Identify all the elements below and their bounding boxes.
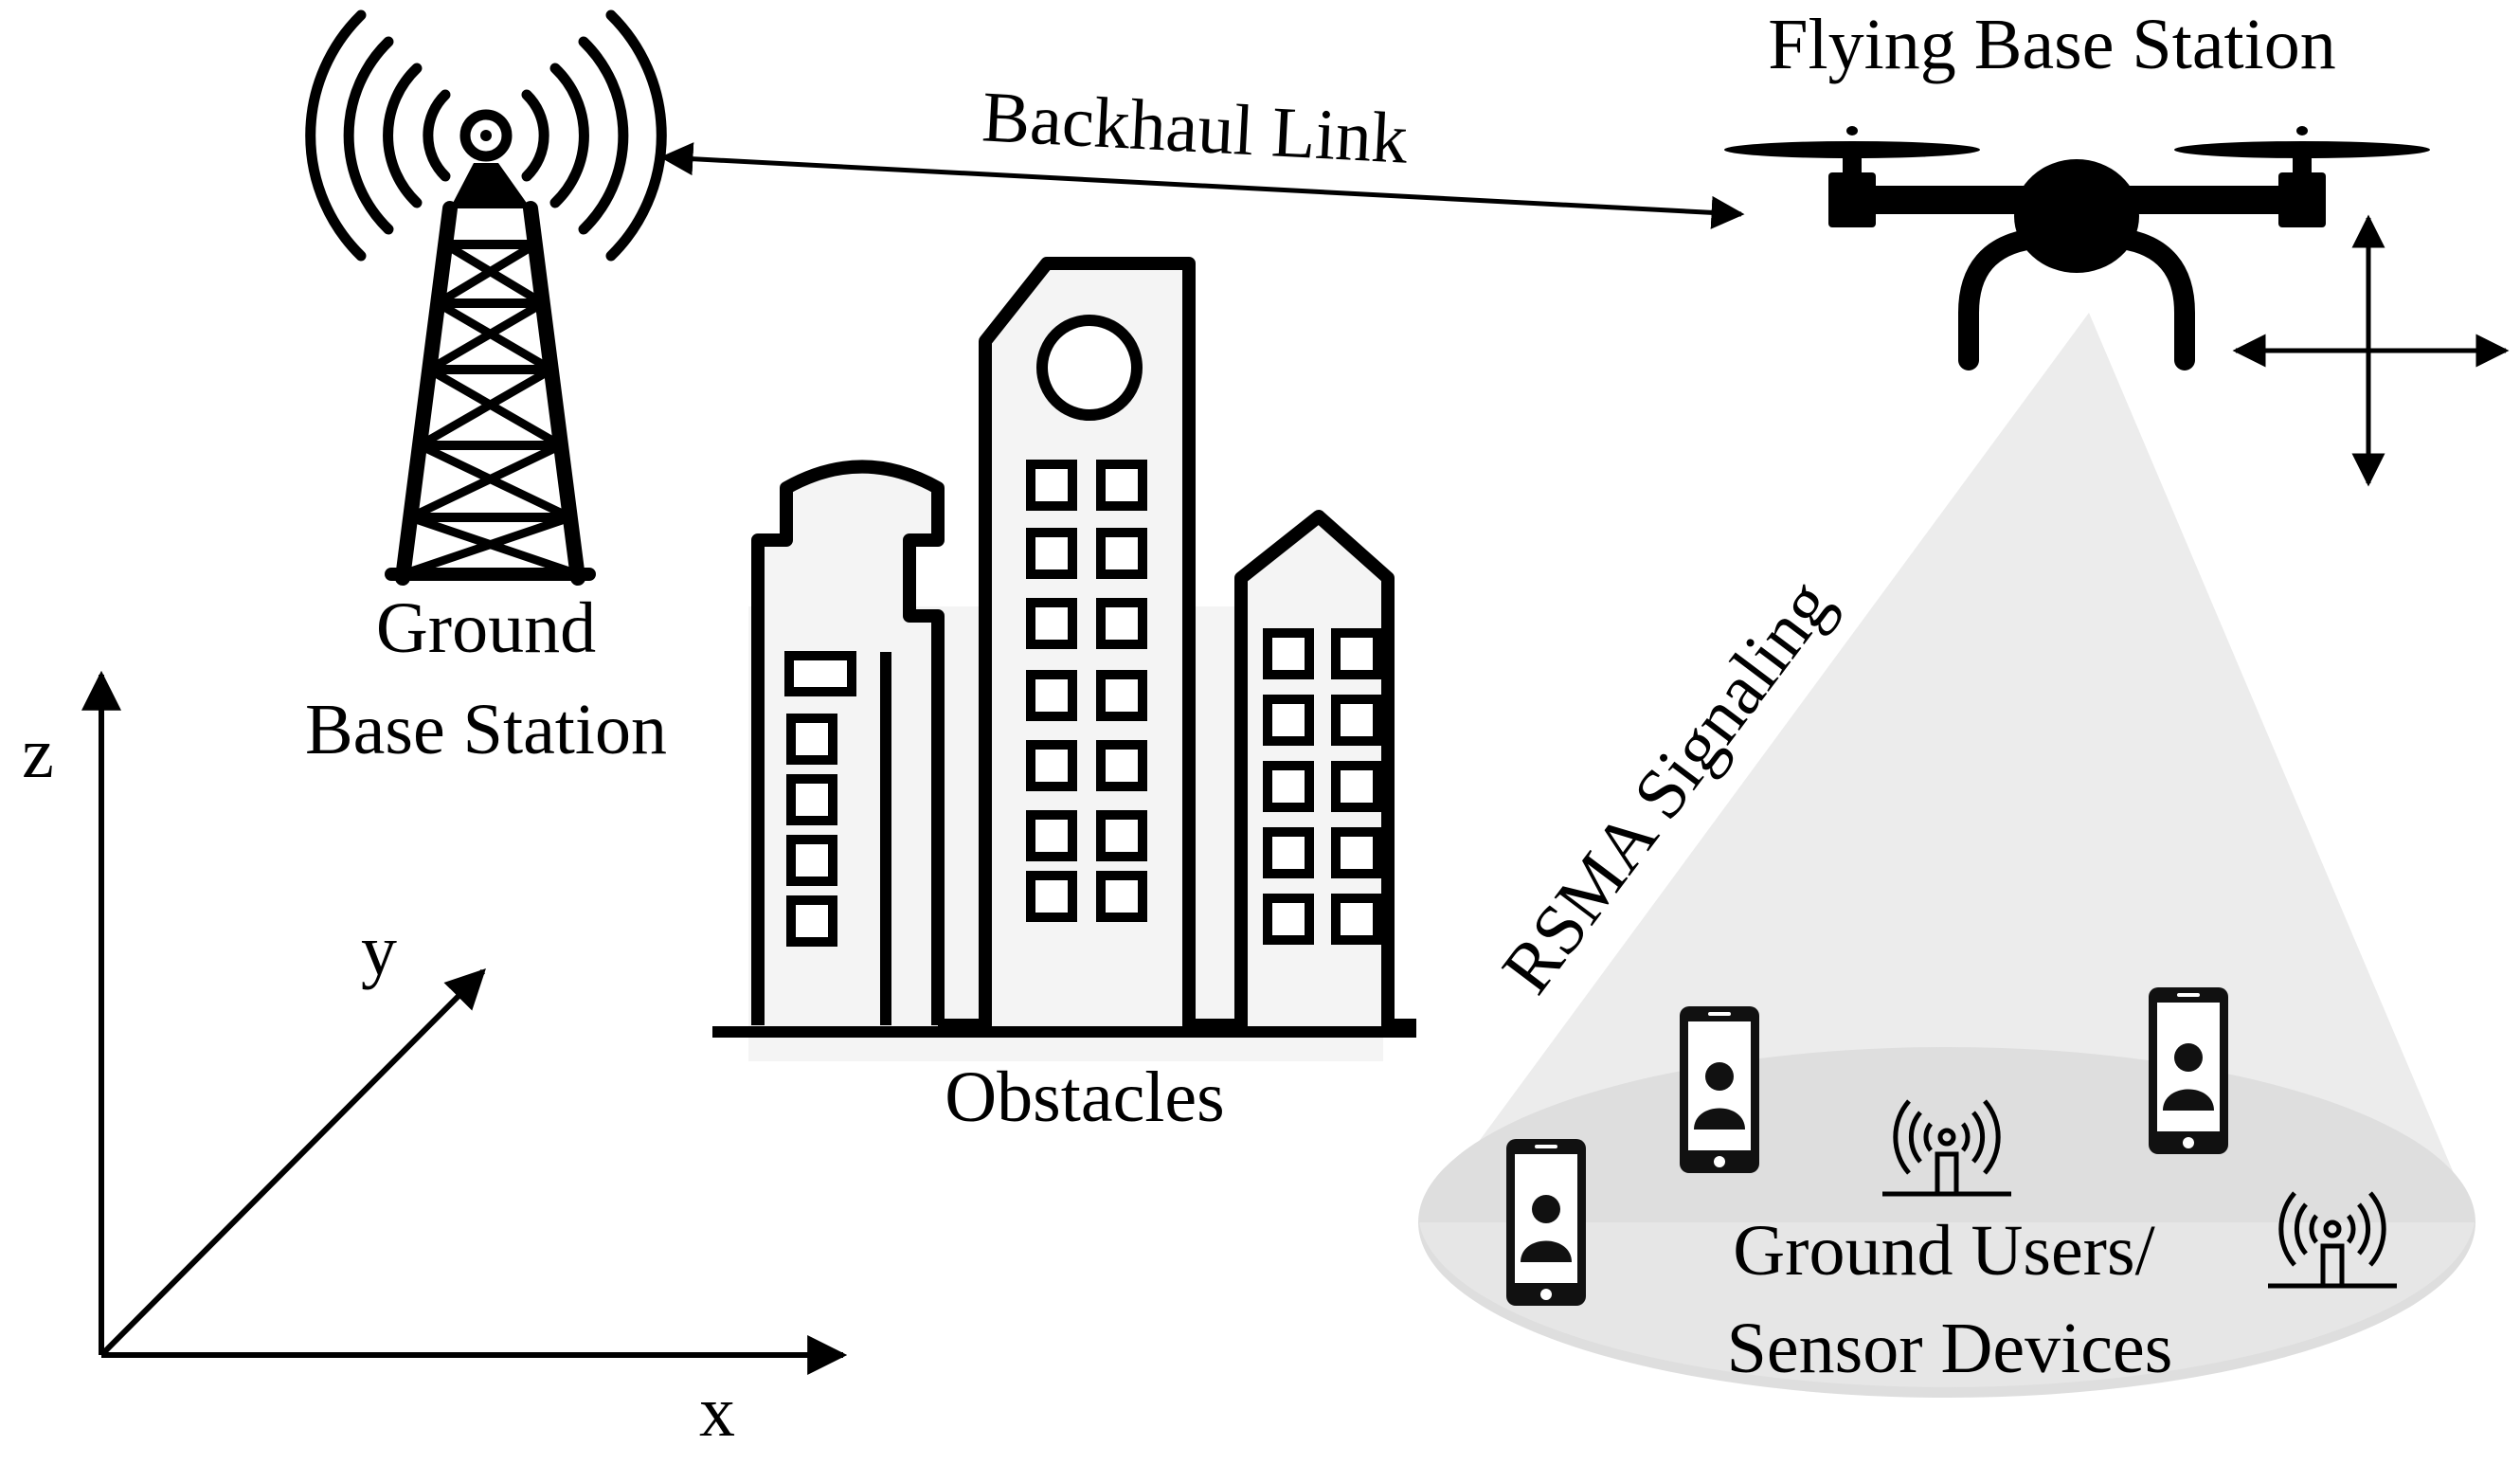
window — [1101, 876, 1143, 917]
smartphone-user-icon — [1680, 1006, 1759, 1173]
window — [1268, 699, 1309, 741]
window — [1031, 533, 1072, 574]
ground-users-label-line1: Ground Users/ — [1733, 1211, 2155, 1291]
backhaul-link-arrow — [659, 142, 1745, 229]
window — [1031, 675, 1072, 716]
smartphone-user-icon — [2149, 987, 2228, 1154]
axis-y-label: y — [361, 911, 397, 990]
window — [1031, 603, 1072, 644]
window — [1268, 898, 1309, 940]
window — [1268, 766, 1309, 807]
obstacles-label: Obstacles — [945, 1057, 1224, 1137]
window — [1101, 603, 1143, 644]
window — [1031, 745, 1072, 786]
smartphone-user-icon — [1506, 1139, 1586, 1306]
window — [791, 718, 833, 760]
building-icon — [712, 257, 1416, 1061]
drone-icon — [1724, 126, 2430, 371]
tower-icon — [305, 9, 667, 586]
window — [1031, 464, 1072, 506]
window — [791, 900, 833, 942]
coordinate-axes — [81, 670, 848, 1375]
window — [1101, 675, 1143, 716]
backhaul-link-label: Backhaul Link — [981, 77, 1410, 178]
window — [1336, 898, 1377, 940]
window — [1336, 766, 1377, 807]
axis-z-label: z — [22, 714, 54, 793]
window — [1101, 464, 1143, 506]
window — [1268, 633, 1309, 675]
ground-base-station-label-line1: Ground — [376, 588, 596, 668]
window — [1336, 699, 1377, 741]
ground-users-label-line2: Sensor Devices — [1727, 1309, 2173, 1388]
window — [1031, 876, 1072, 917]
window — [1336, 633, 1377, 675]
window — [1031, 815, 1072, 857]
window — [791, 840, 833, 881]
window — [791, 779, 833, 821]
window — [1101, 815, 1143, 857]
window — [1101, 745, 1143, 786]
ground-base-station-label-line2: Base Station — [305, 690, 667, 769]
window — [1336, 832, 1377, 874]
flying-base-station-label: Flying Base Station — [1768, 5, 2336, 84]
window — [1268, 832, 1309, 874]
window — [1101, 533, 1143, 574]
move-arrows-icon — [2232, 214, 2510, 487]
axis-x-label: x — [699, 1372, 735, 1452]
